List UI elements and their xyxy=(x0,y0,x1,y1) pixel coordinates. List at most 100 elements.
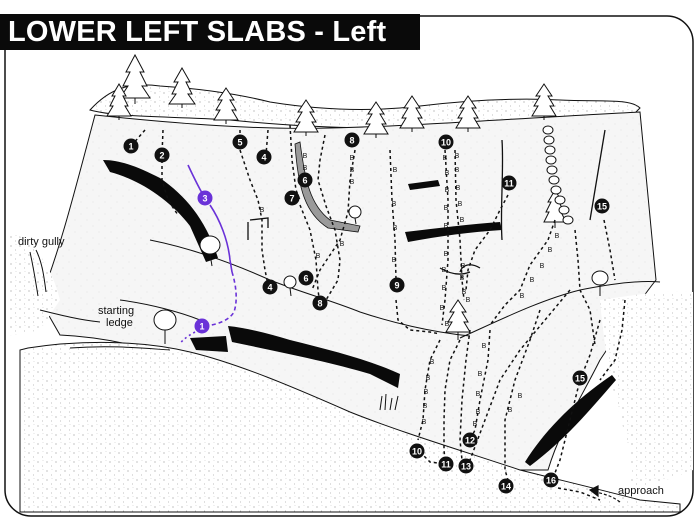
bolt-marker: B xyxy=(466,297,471,304)
bolt-marker: B xyxy=(350,179,355,186)
bolt-marker: B xyxy=(461,263,466,270)
bolt-marker: B xyxy=(508,407,513,414)
bolt-marker: B xyxy=(444,251,449,258)
bolt-marker: B xyxy=(455,167,460,174)
bush-icon xyxy=(199,235,221,267)
dirty-gully-lines xyxy=(29,249,47,297)
bolt-markers: BBBBBBBBBBBBBBBBBBBBBBBBBBBBBBBBBBBBBBBB… xyxy=(260,153,560,428)
bolt-marker: B xyxy=(456,185,461,192)
tree-icon xyxy=(293,99,319,136)
bolt-marker: B xyxy=(445,187,450,194)
bush-icon xyxy=(348,205,362,225)
bolt-marker: B xyxy=(442,285,447,292)
trees xyxy=(106,53,567,340)
route-marker-1: 1 xyxy=(123,138,139,154)
route-marker-number: 1 xyxy=(199,322,204,332)
bolt-marker: B xyxy=(303,165,308,172)
approach-arrow xyxy=(588,485,621,503)
route-marker-4: 4 xyxy=(262,279,278,295)
route-marker-13: 13 xyxy=(458,458,474,474)
bolt-marker: B xyxy=(458,201,463,208)
route-marker-number: 9 xyxy=(394,281,399,291)
route-marker-4: 4 xyxy=(256,149,272,165)
route-marker-number: 2 xyxy=(159,151,164,161)
route-marker-number: 4 xyxy=(267,283,272,293)
bolt-marker: B xyxy=(445,170,450,177)
bolt-marker: B xyxy=(260,207,265,214)
tree-icon xyxy=(119,53,151,104)
route-marker-6: 6 xyxy=(298,270,314,286)
tree-icon xyxy=(399,95,425,132)
route-marker-11: 11 xyxy=(501,175,517,191)
bolt-marker: B xyxy=(393,225,398,232)
bolt-marker: B xyxy=(455,153,460,160)
bushes xyxy=(153,205,609,344)
ground-left xyxy=(8,230,60,336)
bolt-marker: B xyxy=(426,375,431,382)
route-marker-number: 1 xyxy=(128,142,133,152)
bolt-marker: B xyxy=(520,293,525,300)
tree-icon xyxy=(168,66,196,108)
route-marker-7: 7 xyxy=(284,190,300,206)
tree-icon xyxy=(445,299,471,340)
tree-icon xyxy=(455,95,481,132)
bolt-marker: B xyxy=(476,391,481,398)
route-marker-number: 5 xyxy=(237,138,242,148)
route-marker-10: 10 xyxy=(438,134,454,150)
bolt-marker: B xyxy=(530,277,535,284)
bolt-marker: B xyxy=(555,233,560,240)
route-marker-number: 14 xyxy=(501,482,511,492)
bolt-marker: B xyxy=(303,153,308,160)
route-marker-number: 3 xyxy=(202,194,207,204)
bolt-marker: B xyxy=(460,275,465,282)
route-marker-number: 4 xyxy=(261,153,266,163)
bolt-marker: B xyxy=(423,403,428,410)
route-marker-5: 5 xyxy=(232,134,248,150)
bolt-marker: B xyxy=(444,223,449,230)
bolt-marker: B xyxy=(442,267,447,274)
bush-icon xyxy=(283,275,297,297)
label-starting: starting xyxy=(98,305,135,317)
route-marker-number: 15 xyxy=(597,202,607,212)
route-marker-number: 15 xyxy=(575,374,585,384)
label-approach: approach xyxy=(618,485,664,497)
route-marker-12: 12 xyxy=(462,432,478,448)
bolt-marker: B xyxy=(444,205,449,212)
route-marker-11: 11 xyxy=(438,456,454,472)
route-marker-number: 11 xyxy=(441,460,451,470)
tree-icon xyxy=(106,83,132,120)
route-marker-number: 11 xyxy=(504,179,514,189)
bolt-marker: B xyxy=(393,167,398,174)
route-marker-15: 15 xyxy=(572,370,588,386)
map-title: LOWER LEFT SLABS - Left xyxy=(0,14,420,50)
ground-right xyxy=(600,291,693,486)
bolt-marker: B xyxy=(430,359,435,366)
route-marker-14: 14 xyxy=(498,478,514,494)
bolt-marker: B xyxy=(316,253,321,260)
route-marker-number: 7 xyxy=(289,194,294,204)
crack-lines xyxy=(247,129,606,275)
label-dirty-gully: dirty gully xyxy=(18,236,65,248)
bush-icon xyxy=(591,270,609,296)
route-lines xyxy=(131,124,626,501)
grass-tuft xyxy=(379,393,399,411)
route-marker-number: 16 xyxy=(546,476,556,486)
bolt-marker: B xyxy=(478,371,483,378)
route-marker-2: 2 xyxy=(154,147,170,163)
tree-icon xyxy=(213,87,239,124)
route-marker-number: 6 xyxy=(303,274,308,284)
route-marker-10: 10 xyxy=(409,443,425,459)
bolt-marker: B xyxy=(518,393,523,400)
route-marker-16: 16 xyxy=(543,472,559,488)
route-marker-8: 8 xyxy=(344,132,360,148)
route-marker-8: 8 xyxy=(312,295,328,311)
bolt-marker: B xyxy=(540,263,545,270)
bolt-marker: B xyxy=(350,155,355,162)
bolt-chain xyxy=(542,125,574,225)
route-marker-number: 8 xyxy=(317,299,322,309)
route-marker-3: 3 xyxy=(197,190,213,206)
bolt-marker: B xyxy=(340,241,345,248)
tree-icon xyxy=(363,101,389,138)
route-marker-number: 10 xyxy=(441,138,451,148)
